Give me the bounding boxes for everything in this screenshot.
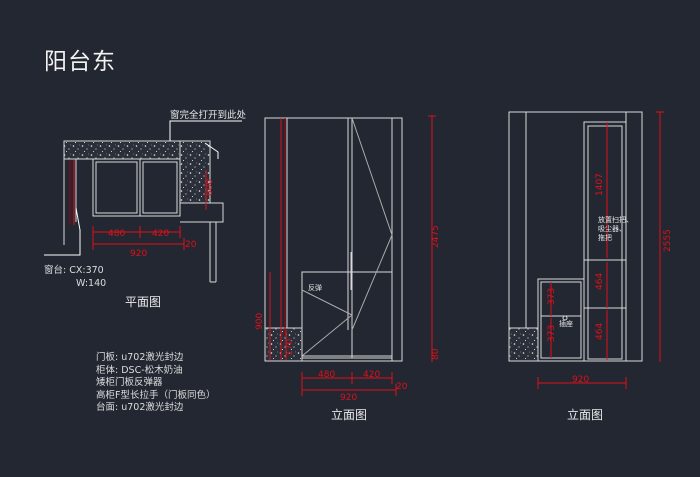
plan-dimensions xyxy=(69,160,207,250)
elev2-shelf-note-2: 吸尘器、 xyxy=(598,224,626,233)
material-notes: 门板: u702激光封边 柜体: DSC-松木奶油 矮柜门板反弹器 高柜F型长拉… xyxy=(96,353,215,416)
elev1-dim-2475: 2475 xyxy=(431,225,441,248)
elev1-dim-420: 420 xyxy=(363,370,380,380)
elev2-dim-1407: 1407 xyxy=(595,173,605,196)
plan-dim-420: 420 xyxy=(152,229,169,239)
elev2-dim-373b: 373 xyxy=(547,325,557,342)
elev1-dim-900: 900 xyxy=(255,313,265,330)
elevation-2 xyxy=(508,111,643,362)
elev2-dim-920: 920 xyxy=(572,375,589,385)
plan-right-wall xyxy=(179,140,211,204)
elev1-dim-80: 80 xyxy=(431,348,441,360)
elev1-fanlie-note: 反弹 xyxy=(308,283,322,292)
note-line: 门板: u702激光封边 xyxy=(96,352,184,363)
elev2-dim-373a: 373 xyxy=(547,288,557,305)
elev1-dim-920: 920 xyxy=(340,393,357,403)
plan-cabinet xyxy=(92,158,181,217)
annotation-labels: 反弹 放置扫把、 吸尘器、 拖把 插座 xyxy=(308,215,633,328)
note-line: 高柜F型长拉手（门板同色） xyxy=(96,389,216,401)
plan-dim-480: 480 xyxy=(108,229,125,239)
elevation-1-dimensions xyxy=(269,115,436,396)
plan-dim-920: 920 xyxy=(130,249,147,259)
note-line: 矮柜门板反弹器 xyxy=(96,377,163,388)
elev2-shelf-note-3: 拖把 xyxy=(598,233,612,242)
elevation-2-label: 立面图 xyxy=(567,408,604,422)
page-title: 阳台东 xyxy=(44,49,116,75)
plan-callout: 窗完全打开到此处 xyxy=(170,110,247,121)
elev2-dim-2555: 2555 xyxy=(663,229,673,252)
plan-dim-600: 600 xyxy=(205,179,215,196)
elev1-dim-480: 480 xyxy=(318,370,335,380)
elev2-shelf-note-1: 放置扫把、 xyxy=(598,215,633,224)
plan-label: 平面图 xyxy=(125,295,162,309)
note-line: 台面: u702激光封边 xyxy=(96,402,184,413)
plan-dim-20: 20 xyxy=(185,240,197,250)
elevation-1-label: 立面图 xyxy=(331,408,368,422)
plan-view xyxy=(44,120,242,283)
note-line: 柜体: DSC-松木奶油 xyxy=(96,364,183,376)
dimension-labels: 480 420 20 920 600 480 420 20 920 2475 9… xyxy=(108,173,673,403)
elev2-dim-464a: 464 xyxy=(595,273,605,290)
elevation-1 xyxy=(264,117,403,362)
elev1-dim-170: 170 xyxy=(285,339,295,356)
elevation-2-dimensions xyxy=(537,111,664,389)
plan-sill-line-2: W:140 xyxy=(76,278,107,289)
plan-sill-line-1: 窗台: CX:370 xyxy=(44,265,104,276)
elev2-outlet-note: 插座 xyxy=(559,319,573,328)
elev1-dim-20: 20 xyxy=(396,382,408,392)
elev2-dim-464b: 464 xyxy=(595,323,605,340)
